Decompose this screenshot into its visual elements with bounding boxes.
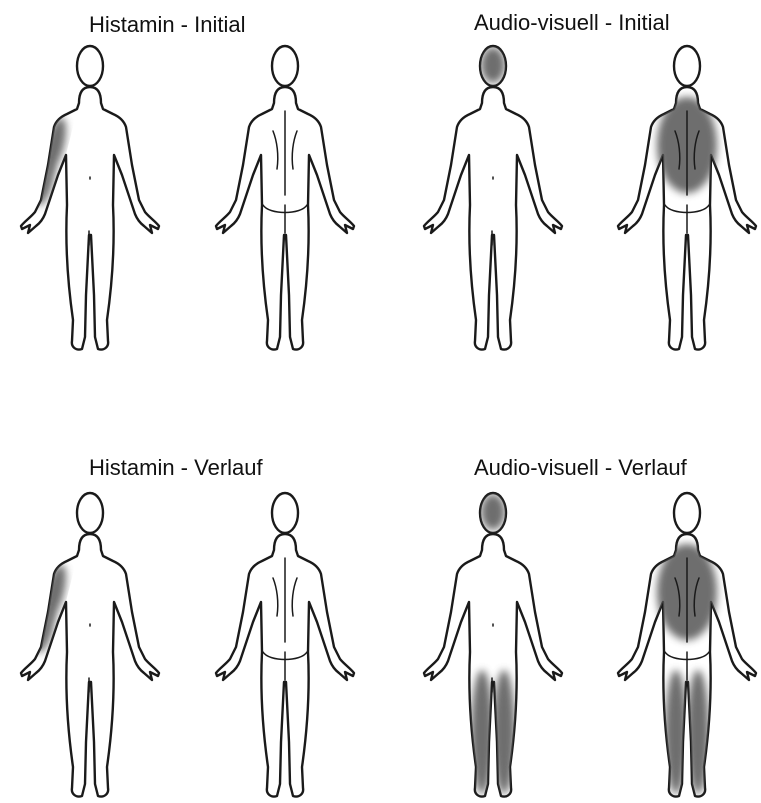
- body-figure-back: [607, 492, 761, 802]
- body-figure-back: [607, 45, 761, 355]
- panel-title: Histamin - Initial: [89, 12, 245, 38]
- head-outline: [77, 46, 103, 86]
- head-outline: [674, 46, 700, 86]
- body-figure-front: [413, 492, 573, 802]
- body-outline: [21, 87, 159, 350]
- body-figure-back: [205, 45, 365, 355]
- shading-layer: [481, 47, 505, 83]
- body-figure-back: [205, 492, 365, 802]
- body-figure-front: [10, 492, 170, 802]
- body-outline: [424, 87, 562, 350]
- head-outline: [272, 493, 298, 533]
- body-figure-front: [10, 45, 170, 355]
- body-outline: [21, 534, 159, 797]
- shaded-region-head: [481, 494, 505, 530]
- head-outline: [674, 493, 700, 533]
- panel-title: Audio-visuell - Initial: [474, 10, 670, 36]
- body-outline: [424, 534, 562, 797]
- head-outline: [77, 493, 103, 533]
- panel-title: Audio-visuell - Verlauf: [474, 455, 687, 481]
- panel-title: Histamin - Verlauf: [89, 455, 263, 481]
- body-figure-front: [413, 45, 573, 355]
- shaded-region-head: [481, 47, 505, 83]
- head-outline: [272, 46, 298, 86]
